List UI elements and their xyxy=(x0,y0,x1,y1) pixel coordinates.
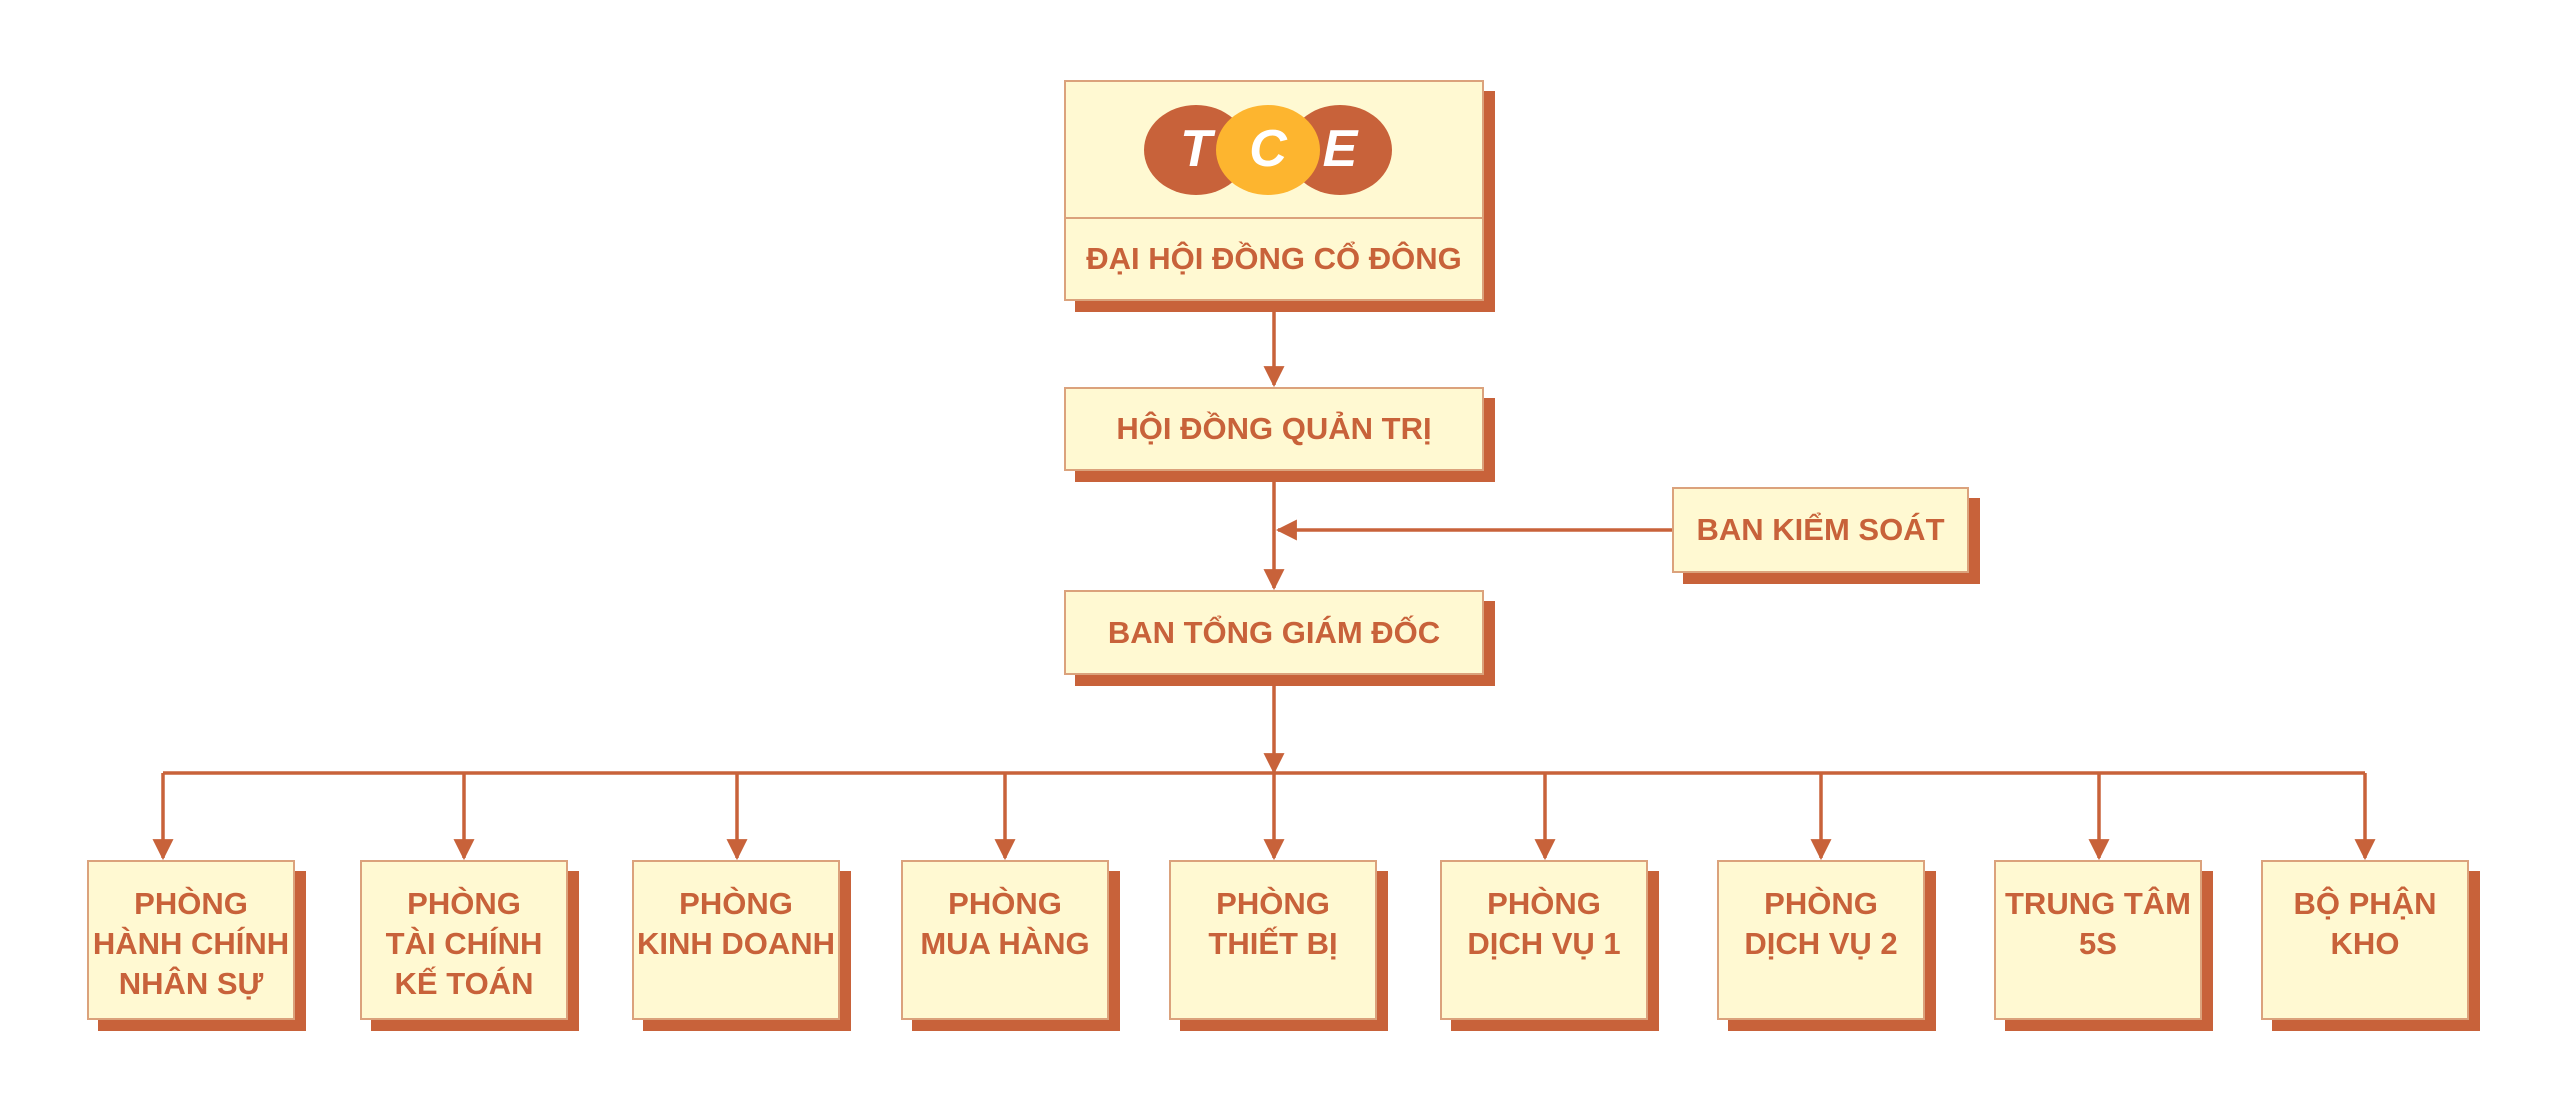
dept-box-sales: PHÒNG KINH DOANH xyxy=(632,860,840,1020)
shareholders-label: ĐẠI HỘI ĐỒNG CỔ ĐÔNG xyxy=(1086,241,1462,276)
logo-letter-c: C xyxy=(1249,120,1288,178)
board-label: HỘI ĐỒNG QUẢN TRỊ xyxy=(1116,411,1432,446)
dept-label-finance: PHÒNG TÀI CHÍNH KẾ TOÁN xyxy=(385,886,543,1001)
dept-box-purchasing: PHÒNG MUA HÀNG xyxy=(901,860,1109,1020)
logo-circle-c xyxy=(1216,104,1320,195)
dept-label-service2: PHÒNG DỊCH VỤ 2 xyxy=(1744,886,1898,961)
shareholders-label-area: ĐẠI HỘI ĐỒNG CỔ ĐÔNG xyxy=(1066,219,1482,299)
dept-box-finance: PHÒNG TÀI CHÍNH KẾ TOÁN xyxy=(360,860,568,1020)
logo-circle-e xyxy=(1288,104,1392,195)
tce-logo: T C E xyxy=(1144,104,1392,195)
dept-label-warehouse: BỘ PHẬN KHO xyxy=(2293,886,2437,961)
dept-label-equipment: PHÒNG THIẾT BỊ xyxy=(1208,886,1338,961)
dept-label-hr: PHÒNG HÀNH CHÍNH NHÂN SỰ xyxy=(92,886,290,1001)
dept-label-sales: PHÒNG KINH DOANH xyxy=(636,886,836,961)
logo-letter-e: E xyxy=(1323,120,1359,178)
ceo-label: BAN TỔNG GIÁM ĐỐC xyxy=(1107,614,1441,650)
shareholders-box: T C E ĐẠI HỘI ĐỒNG CỔ ĐÔNG xyxy=(1064,80,1484,301)
dept-label-center5s: TRUNG TÂM 5S xyxy=(2005,886,2191,961)
board-box: HỘI ĐỒNG QUẢN TRỊ xyxy=(1064,387,1484,471)
logo-area: T C E xyxy=(1066,82,1482,219)
dept-box-hr: PHÒNG HÀNH CHÍNH NHÂN SỰ xyxy=(87,860,295,1020)
dept-box-warehouse: BỘ PHẬN KHO xyxy=(2261,860,2469,1020)
dept-box-service2: PHÒNG DỊCH VỤ 2 xyxy=(1717,860,1925,1020)
dept-box-service1: PHÒNG DỊCH VỤ 1 xyxy=(1440,860,1648,1020)
dept-box-center5s: TRUNG TÂM 5S xyxy=(1994,860,2202,1020)
dept-box-equipment: PHÒNG THIẾT BỊ xyxy=(1169,860,1377,1020)
ceo-box: BAN TỔNG GIÁM ĐỐC xyxy=(1064,590,1484,675)
logo-circle-t xyxy=(1144,104,1248,195)
dept-label-purchasing: PHÒNG MUA HÀNG xyxy=(920,886,1090,961)
dept-label-service1: PHÒNG DỊCH VỤ 1 xyxy=(1467,886,1621,961)
supervisory-label: BAN KIỂM SOÁT xyxy=(1696,512,1945,547)
supervisory-box: BAN KIỂM SOÁT xyxy=(1672,487,1969,573)
logo-letter-t: T xyxy=(1180,120,1216,178)
